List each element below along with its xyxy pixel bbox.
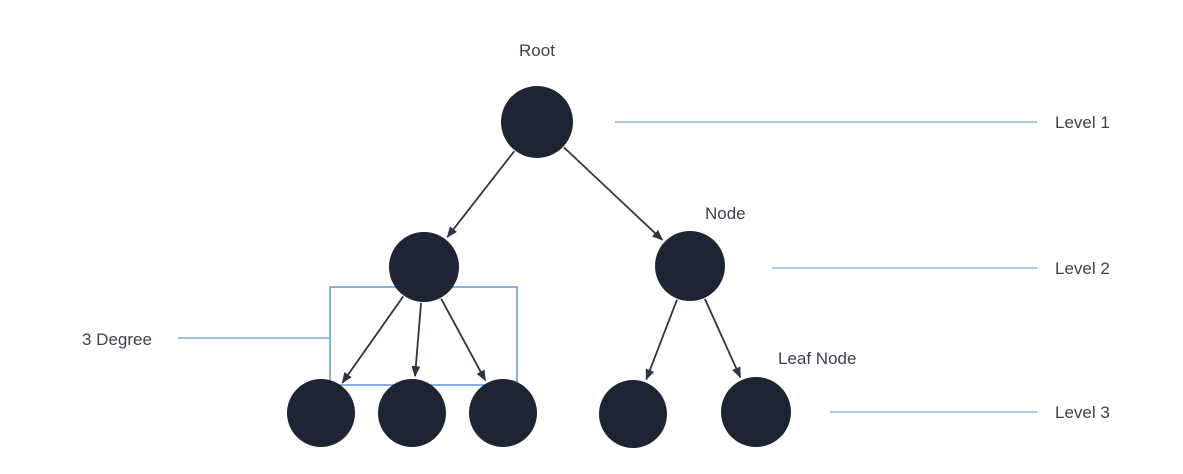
- tree-node-l3-5: [721, 377, 791, 447]
- tree-node-l3-2: [378, 379, 446, 447]
- tree-node-l3-3: [469, 379, 537, 447]
- tree-node-l2-right: [655, 231, 725, 301]
- edge-l2-left-to-l3-3: [440, 298, 487, 382]
- leaf-node-label: Leaf Node: [778, 349, 856, 368]
- edge-root-to-l2-right: [563, 146, 664, 241]
- edge-l2-right-to-l3-5: [704, 298, 742, 379]
- degree-label: 3 Degree: [82, 330, 152, 349]
- root-label: Root: [519, 41, 555, 60]
- level-label-2: Level 2: [1055, 259, 1110, 278]
- level-label-3: Level 3: [1055, 403, 1110, 422]
- edge-root-to-l2-left: [446, 150, 515, 238]
- tree-node-root: [501, 86, 573, 158]
- edge-l2-right-to-l3-4: [645, 299, 678, 381]
- level-label-1: Level 1: [1055, 113, 1110, 132]
- tree-node-l3-1: [287, 379, 355, 447]
- edge-l2-left-to-l3-2: [411, 302, 422, 378]
- tree-node-l2-left: [389, 232, 459, 302]
- tree-node-l3-4: [599, 380, 667, 448]
- edge-l2-left-to-l3-1: [341, 295, 404, 384]
- node-label: Node: [705, 204, 746, 223]
